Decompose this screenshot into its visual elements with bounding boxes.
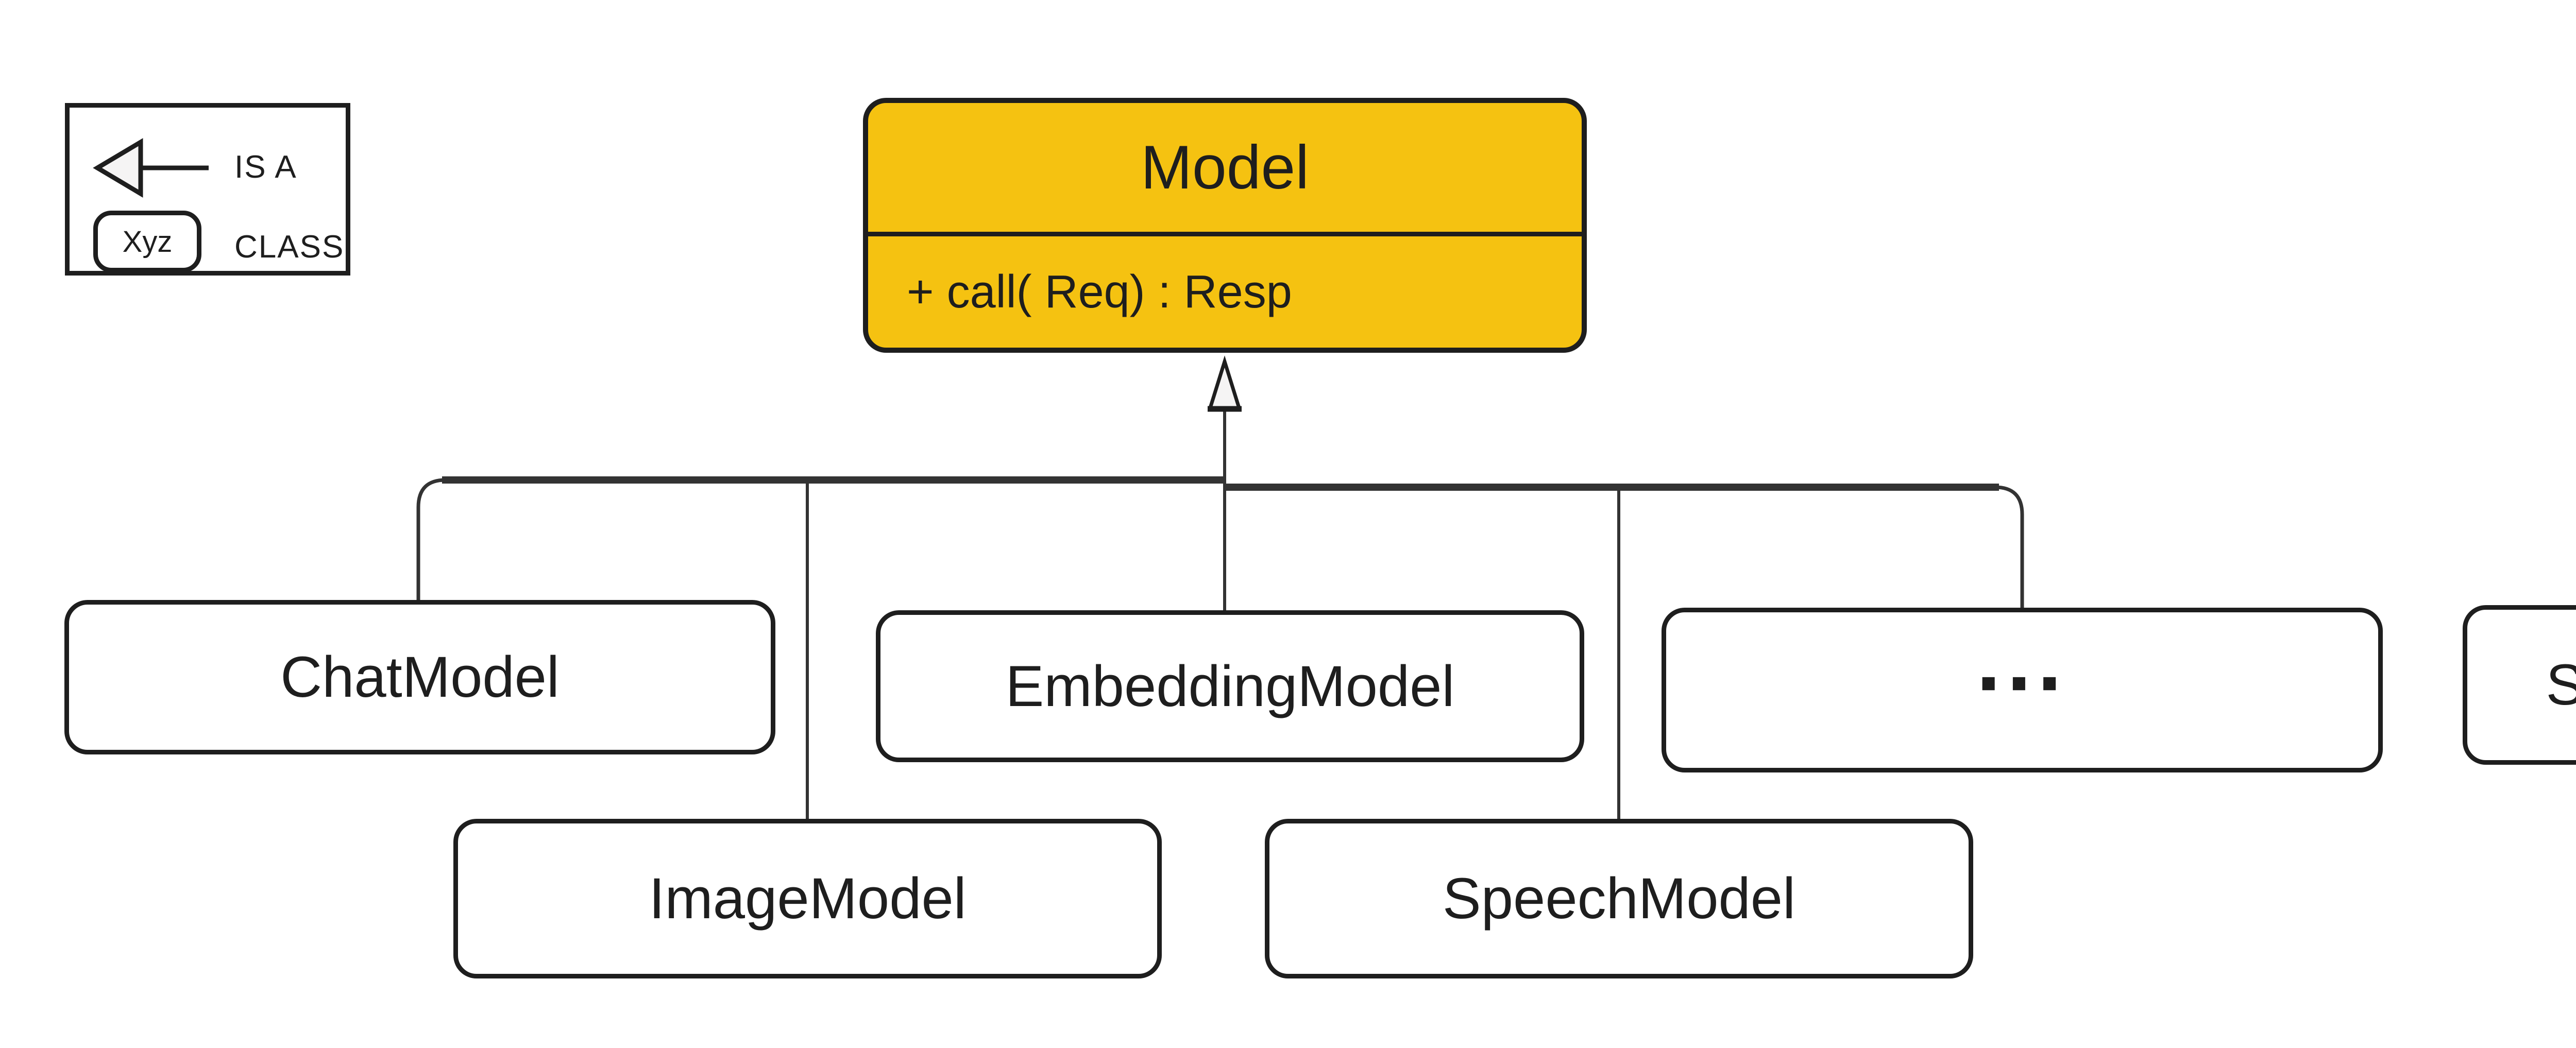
model-rail-right-corner (1226, 485, 2024, 608)
is-a-arrow-icon (93, 138, 209, 198)
class-divider (868, 232, 1582, 236)
class-node-imagemodel: ImageModel (453, 819, 1162, 978)
model-inheritance-triangle-icon (1208, 355, 1242, 410)
class-node-chatmodel: ChatModel (64, 600, 775, 754)
class-node-model-others: ... (1662, 608, 2383, 772)
class-node-streamingchatmodel: StreamingChatModel (2463, 605, 2576, 765)
class-title-model: Model (1141, 133, 1309, 202)
ellipsis-label: ... (1976, 611, 2068, 710)
class-method-call: + call( Req) : Resp (907, 266, 1292, 318)
class-label: ChatModel (280, 645, 560, 709)
class-label: StreamingChatModel (2546, 652, 2576, 717)
legend-isa-label: IS A (234, 149, 297, 185)
class-node-speechmodel: SpeechModel (1265, 819, 1973, 978)
class-node-embeddingmodel: EmbeddingModel (876, 610, 1584, 762)
legend-box: IS A Xyz CLASS (65, 103, 350, 276)
legend-class-label: CLASS (234, 229, 345, 265)
class-label: ImageModel (649, 866, 967, 931)
legend-class-sample-text: Xyz (122, 225, 173, 259)
class-label: EmbeddingModel (1005, 654, 1455, 718)
class-node-model: Model + call( Req) : Resp (863, 98, 1587, 353)
model-rail-left-corner (416, 478, 1223, 600)
class-label: SpeechModel (1443, 866, 1795, 931)
legend-class-sample-box: Xyz (93, 211, 201, 272)
